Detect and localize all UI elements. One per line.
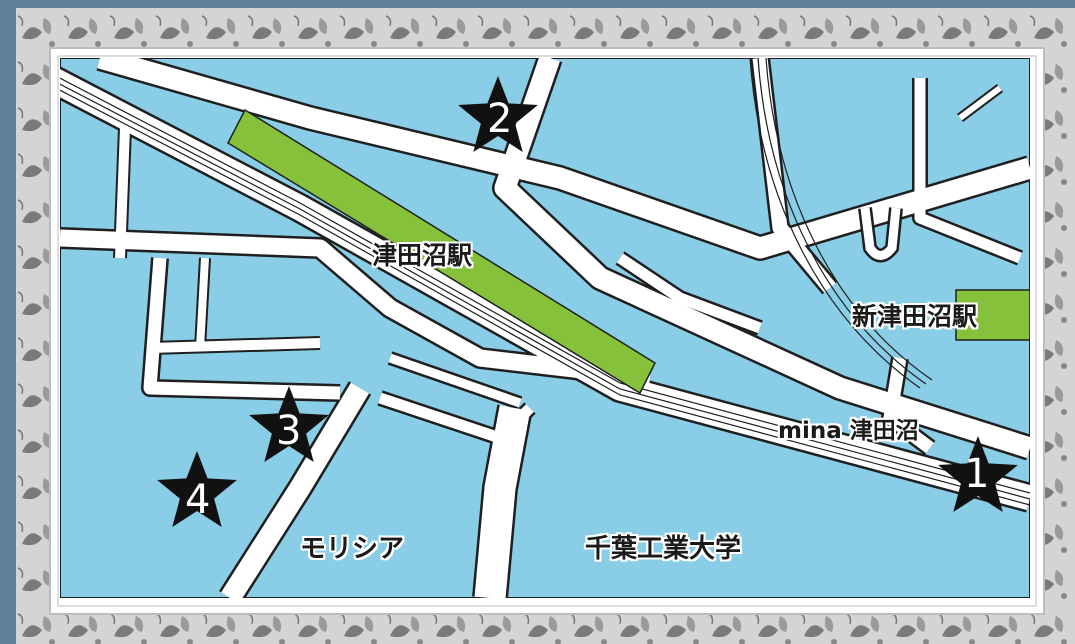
tsudanuma-station-label: 津田沼駅	[372, 241, 473, 270]
star-icon[interactable]	[157, 451, 237, 527]
marker-4-number[interactable]: 4	[185, 477, 211, 523]
chiba-tech-label: 千葉工業大学	[585, 534, 742, 564]
railway-lines	[60, 58, 1030, 506]
shin-tsudanuma-station-platform	[955, 289, 1030, 341]
star-icon[interactable]	[458, 76, 538, 152]
star-icon[interactable]	[938, 436, 1018, 512]
road-fills	[60, 58, 1030, 598]
marker-1-number[interactable]: 1	[964, 451, 990, 497]
tsudanuma-station-platform	[227, 108, 656, 395]
marker-3-number[interactable]: 3	[276, 408, 302, 454]
marker-layer	[157, 76, 1018, 527]
mina-label: mina 津田沼	[778, 418, 919, 444]
marker-2-number[interactable]: 2	[487, 96, 513, 142]
star-icon[interactable]	[249, 386, 329, 462]
morisia-label: モリシア	[300, 534, 405, 564]
loop-road	[860, 207, 901, 260]
map-canvas	[60, 58, 1030, 598]
shin-tsudanuma-station-label: 新津田沼駅	[852, 302, 978, 331]
